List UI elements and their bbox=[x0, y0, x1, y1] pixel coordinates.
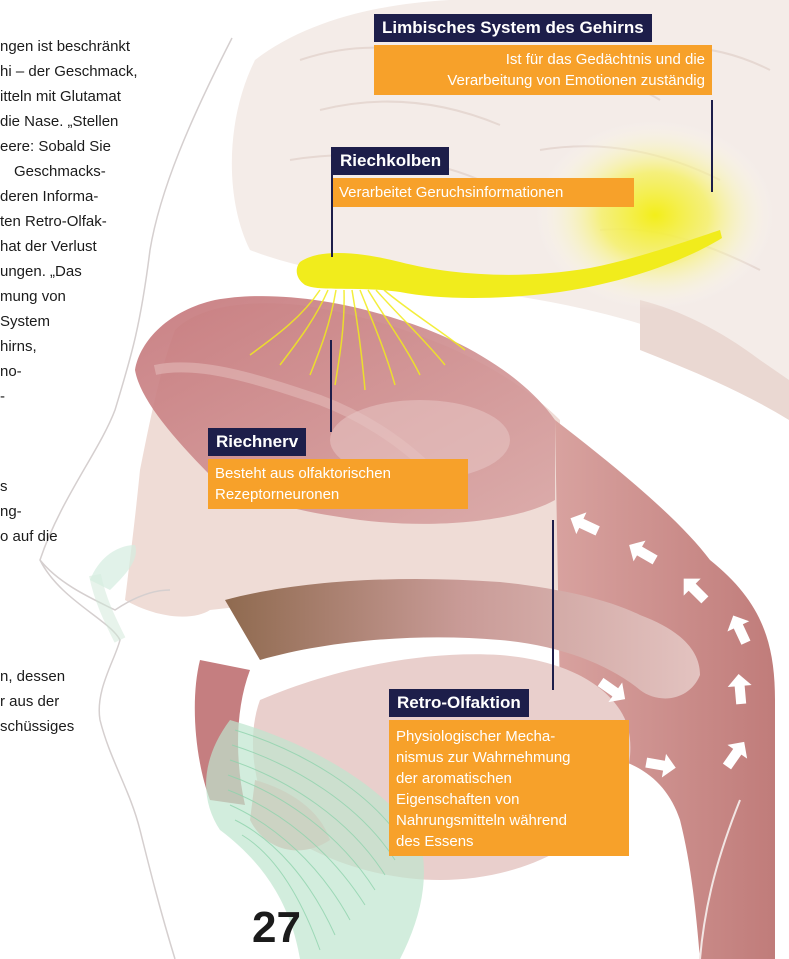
label-description-line: Verarbeitet Geruchsinformationen bbox=[339, 182, 627, 203]
label-description: Besteht aus olfaktorischen Rezeptorneuro… bbox=[208, 459, 468, 509]
body-text-line: ng- bbox=[0, 503, 22, 521]
body-text-line: schüssiges bbox=[0, 718, 74, 736]
label-description: Ist für das Gedächtnis und die Verarbeit… bbox=[374, 45, 712, 95]
label-pointer-line bbox=[711, 100, 713, 192]
label-description-line: Rezeptorneuronen bbox=[215, 484, 461, 505]
label-description-line: Besteht aus olfaktorischen bbox=[215, 463, 461, 484]
body-text-line: r aus der bbox=[0, 693, 59, 711]
body-text-line: o auf die bbox=[0, 528, 58, 546]
airflow-arrow-icon bbox=[727, 673, 754, 705]
label-pointer-line bbox=[331, 147, 333, 257]
body-text-line: die Nase. „Stellen bbox=[0, 113, 118, 131]
page-number: 27 bbox=[252, 903, 301, 953]
label-title: Riechnerv bbox=[208, 428, 306, 456]
body-text-line: hirns, bbox=[0, 338, 37, 356]
label-description: Verarbeitet Geruchsinformationen bbox=[332, 178, 634, 207]
airflow-arrow-icon bbox=[722, 610, 756, 647]
airflow-arrow-icon bbox=[594, 672, 632, 709]
body-text-line: System bbox=[0, 313, 50, 331]
label-title: Retro-Olfaktion bbox=[389, 689, 529, 717]
body-text-line: ungen. „Das bbox=[0, 263, 82, 281]
body-text-line: hat der Verlust bbox=[0, 238, 97, 256]
body-text-line: no- bbox=[0, 363, 22, 381]
body-text-line: Geschmacks- bbox=[14, 163, 106, 181]
airflow-arrow-icon bbox=[565, 507, 602, 541]
label-pointer-line bbox=[330, 340, 332, 432]
body-text-line: ten Retro-Olfak- bbox=[0, 213, 107, 231]
body-text-line: hi – der Geschmack, bbox=[0, 63, 138, 81]
airflow-arrow-icon bbox=[623, 535, 661, 571]
label-description-line: Verarbeitung von Emotionen zuständig bbox=[381, 70, 705, 91]
label-description-line: des Essens bbox=[396, 831, 622, 852]
label-description-line: Physiologischer Mecha- bbox=[396, 726, 622, 747]
body-text-line: s bbox=[0, 478, 8, 496]
body-text-line: deren Informa- bbox=[0, 188, 98, 206]
label-description-line: nismus zur Wahrnehmung bbox=[396, 747, 622, 768]
label-description-line: Ist für das Gedächtnis und die bbox=[381, 49, 705, 70]
label-title: Limbisches System des Gehirns bbox=[374, 14, 652, 42]
label-description-line: Eigenschaften von bbox=[396, 789, 622, 810]
body-text-line: n, dessen bbox=[0, 668, 65, 686]
label-title: Riechkolben bbox=[332, 147, 449, 175]
airflow-arrow-icon bbox=[644, 751, 678, 780]
label-description: Physiologischer Mecha- nismus zur Wahrne… bbox=[389, 720, 629, 856]
body-text-line: mung von bbox=[0, 288, 66, 306]
body-text-line: itteln mit Glutamat bbox=[0, 88, 121, 106]
label-description-line: Nahrungsmitteln während bbox=[396, 810, 622, 831]
label-description-line: der aromatischen bbox=[396, 768, 622, 789]
body-text-line: - bbox=[0, 388, 5, 406]
label-pointer-line bbox=[552, 520, 554, 690]
airflow-arrow-icon bbox=[675, 570, 713, 608]
body-text-line: eere: Sobald Sie bbox=[0, 138, 111, 156]
airflow-arrow-icon bbox=[717, 735, 754, 773]
body-text-line: ngen ist beschränkt bbox=[0, 38, 185, 56]
